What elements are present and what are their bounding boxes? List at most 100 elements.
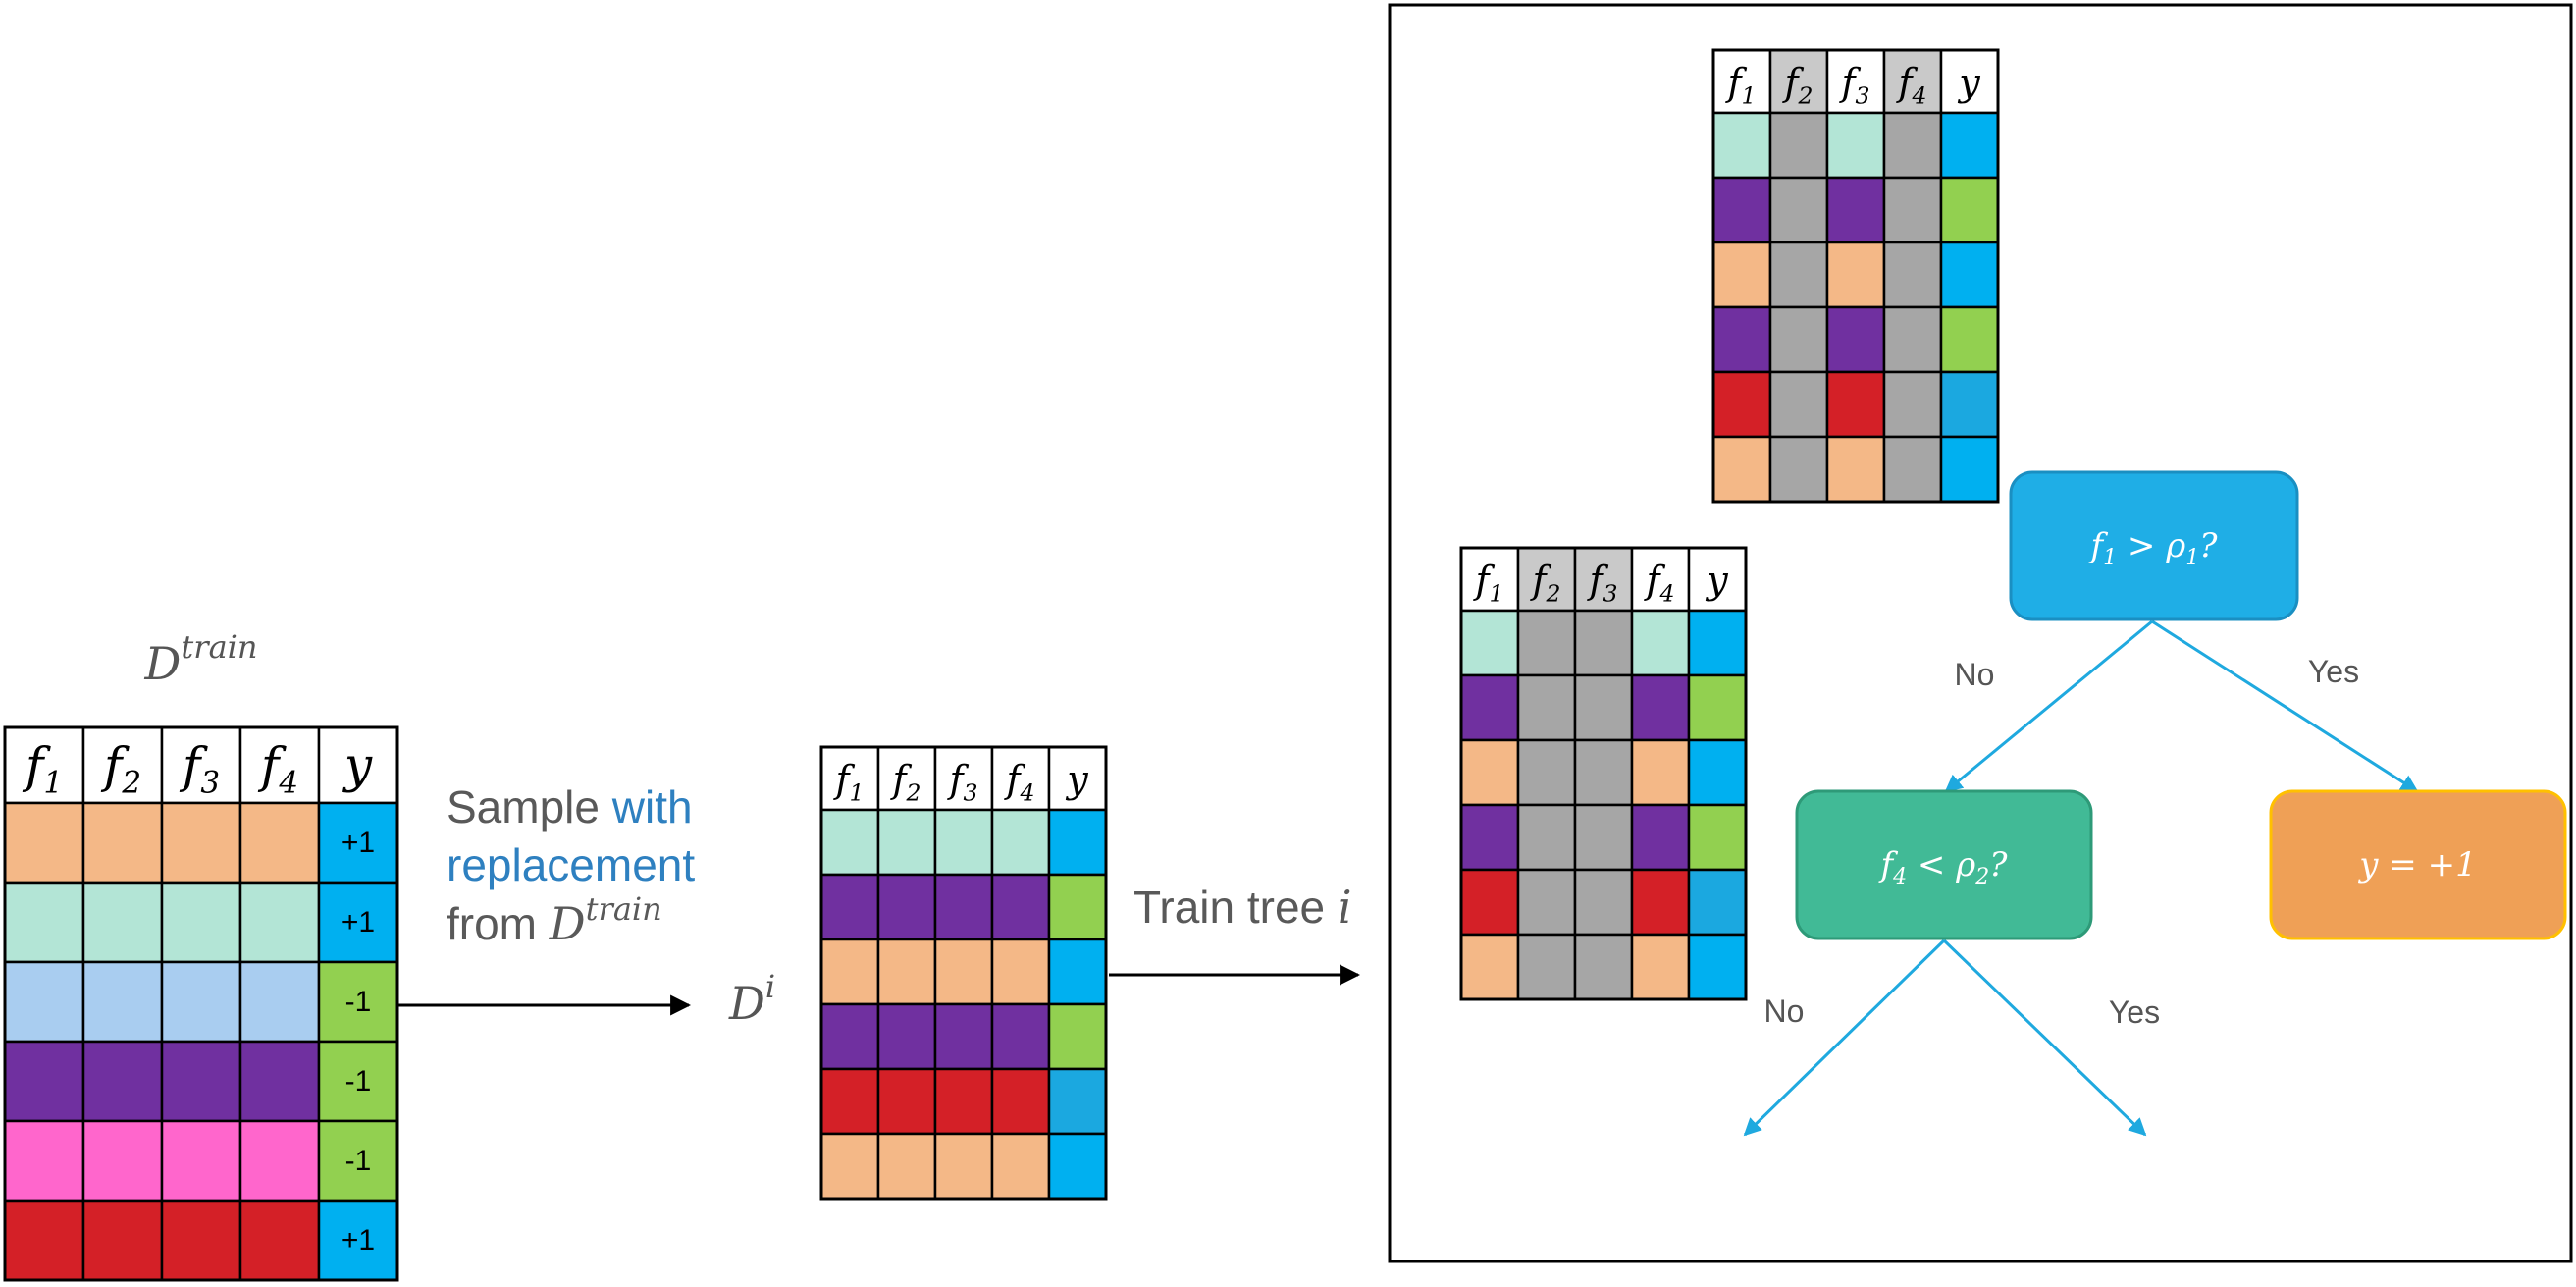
feature-cell bbox=[238, 1199, 321, 1282]
label-cell bbox=[1687, 803, 1748, 872]
feature-cell bbox=[81, 960, 164, 1044]
feature-cell bbox=[1573, 803, 1634, 872]
feature-cell bbox=[876, 873, 937, 941]
feature-cell bbox=[238, 1040, 321, 1123]
feature-cell bbox=[1711, 305, 1772, 374]
feature-cell bbox=[1573, 609, 1634, 677]
feature-cell bbox=[1882, 176, 1943, 244]
feature-cell bbox=[3, 1040, 85, 1123]
feature-cell bbox=[1459, 868, 1520, 937]
root-condition: f1 > ρ1? bbox=[2088, 526, 2219, 570]
label-cell bbox=[1047, 873, 1108, 941]
label-value: +1 bbox=[342, 827, 375, 859]
feature-cell bbox=[1825, 111, 1886, 180]
label-cell bbox=[317, 881, 399, 964]
label-value: -1 bbox=[345, 1065, 372, 1098]
edge-root-yes bbox=[2151, 619, 2419, 793]
feature-cell bbox=[1825, 176, 1886, 244]
feature-cell bbox=[81, 801, 164, 885]
label-value: +1 bbox=[342, 906, 375, 938]
edge-label-left-no: No bbox=[1764, 993, 1805, 1029]
feature-cell bbox=[819, 938, 880, 1006]
label-value: +1 bbox=[342, 1224, 375, 1257]
sample-caption-line1: Sample with bbox=[447, 781, 693, 832]
feature-cell bbox=[876, 938, 937, 1006]
feature-cell bbox=[1825, 241, 1886, 309]
feature-cell bbox=[1882, 435, 1943, 504]
feature-cell bbox=[933, 873, 994, 941]
feature-cell bbox=[819, 1067, 880, 1136]
edge-left-no bbox=[1743, 938, 1946, 1137]
feature-cell bbox=[1768, 176, 1829, 244]
feature-cell bbox=[1711, 111, 1772, 180]
label-cell bbox=[317, 1199, 399, 1282]
feature-cell bbox=[1516, 673, 1577, 742]
feature-cell bbox=[1768, 241, 1829, 309]
feature-cell bbox=[1882, 241, 1943, 309]
header-label: y bbox=[342, 736, 373, 793]
feature-cell bbox=[933, 1002, 994, 1071]
feature-cell bbox=[1573, 933, 1634, 1001]
header-cell bbox=[1516, 546, 1577, 613]
feature-cell bbox=[1768, 435, 1829, 504]
feature-cell bbox=[1825, 305, 1886, 374]
table-frame bbox=[1459, 546, 1748, 1001]
feature-cell bbox=[1882, 305, 1943, 374]
tree-panel-frame bbox=[1388, 3, 2573, 1263]
feature-cell bbox=[3, 1199, 85, 1282]
feature-cell bbox=[3, 801, 85, 885]
bootstrap-dataset-label: Di bbox=[728, 968, 775, 1030]
table-frame bbox=[3, 725, 399, 1282]
feature-cell bbox=[160, 1199, 242, 1282]
edge-left-yes bbox=[1942, 938, 2147, 1137]
feature-cell bbox=[1573, 868, 1634, 937]
feature-cell bbox=[990, 938, 1051, 1006]
feature-cell bbox=[160, 881, 242, 964]
feature-cell bbox=[1573, 673, 1634, 742]
feature-cell bbox=[238, 1119, 321, 1203]
feature-cell bbox=[1459, 803, 1520, 872]
feature-cell bbox=[160, 1040, 242, 1123]
feature-cell bbox=[1711, 176, 1772, 244]
label-cell bbox=[1687, 933, 1748, 1001]
header-label: y bbox=[1065, 758, 1088, 801]
header-label: y bbox=[1957, 61, 1980, 104]
label-cell bbox=[1687, 673, 1748, 742]
feature-cell bbox=[1573, 738, 1634, 807]
label-cell bbox=[1047, 938, 1108, 1006]
feature-cell bbox=[1630, 868, 1691, 937]
feature-cell bbox=[1516, 868, 1577, 937]
feature-cell bbox=[1459, 933, 1520, 1001]
feature-cell bbox=[876, 1132, 937, 1201]
feature-cell bbox=[1711, 370, 1772, 439]
feature-cell bbox=[1516, 609, 1577, 677]
feature-cell bbox=[1768, 111, 1829, 180]
train-tree-caption: Train tree i bbox=[1133, 881, 1352, 934]
feature-cell bbox=[1825, 370, 1886, 439]
feature-cell bbox=[81, 1199, 164, 1282]
feature-cell bbox=[990, 1002, 1051, 1071]
feature-cell bbox=[1630, 673, 1691, 742]
label-cell bbox=[1939, 370, 2000, 439]
feature-cell bbox=[1768, 305, 1829, 374]
feature-cell bbox=[933, 938, 994, 1006]
label-cell bbox=[1939, 176, 2000, 244]
label-value: -1 bbox=[345, 1145, 372, 1177]
label-cell bbox=[317, 960, 399, 1044]
feature-cell bbox=[3, 881, 85, 964]
feature-cell bbox=[1459, 738, 1520, 807]
tree-edges: No Yes No Yes bbox=[1743, 619, 2419, 1137]
label-cell bbox=[1047, 1067, 1108, 1136]
tree-leaf-node: y = +1 bbox=[2269, 789, 2567, 940]
feature-cell bbox=[990, 873, 1051, 941]
feature-cell bbox=[160, 1119, 242, 1203]
leaf-prediction: y = +1 bbox=[2357, 845, 2476, 885]
feature-cell bbox=[1459, 609, 1520, 677]
feature-cell bbox=[1516, 933, 1577, 1001]
feature-cell bbox=[1711, 241, 1772, 309]
feature-cell bbox=[1882, 370, 1943, 439]
feature-cell bbox=[933, 808, 994, 877]
